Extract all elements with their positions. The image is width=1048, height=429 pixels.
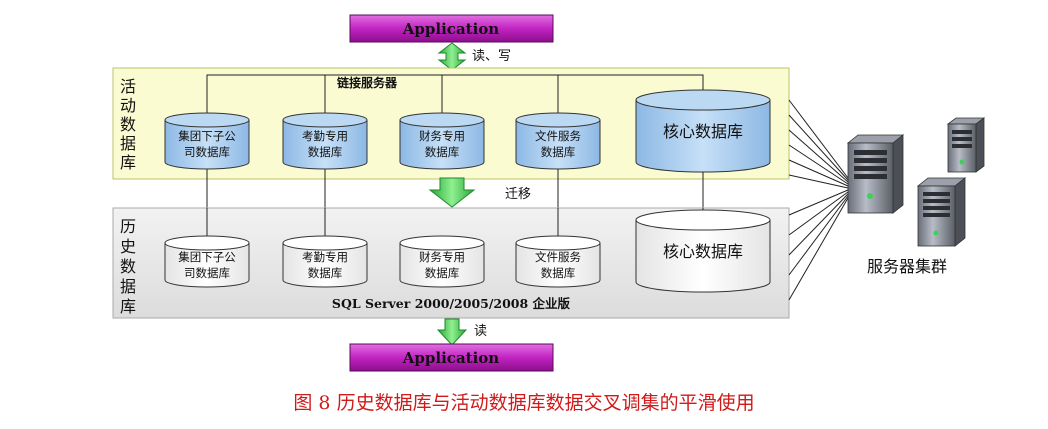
active-database-title: 活 动 数 据 库: [120, 77, 136, 172]
link-server-connector: [206, 74, 704, 114]
read-write-arrow: 读、写: [437, 42, 511, 71]
history-title-char: 据: [120, 277, 136, 296]
history-db-attendance: 考勤专用 数据库: [282, 235, 368, 288]
history-core-label: 核心数据库: [663, 242, 743, 261]
history-db-finance: 财务专用 数据库: [399, 235, 485, 288]
history-db-subsidiary-line2: 司数据库: [184, 266, 230, 280]
read-arrow: 读: [436, 318, 487, 346]
application-bottom: Application: [349, 343, 554, 372]
active-db-finance: 财务专用 数据库: [399, 112, 485, 170]
active-title-char: 动: [120, 96, 136, 115]
history-db-finance-line1: 财务专用: [419, 250, 465, 264]
active-db-finance-line2: 数据库: [425, 145, 460, 159]
server-icon: [846, 134, 905, 214]
history-db-attendance-line2: 数据库: [308, 266, 343, 280]
server-cluster-label: 服务器集群: [867, 257, 947, 276]
history-db-subsidiary: 集团下子公 司数据库: [164, 235, 250, 288]
history-db-subsidiary-line1: 集团下子公: [178, 250, 236, 264]
read-label: 读: [474, 324, 487, 339]
figure-number: 图 8: [293, 392, 331, 414]
server-icon: [946, 117, 986, 173]
server-connection-lines: [788, 99, 849, 301]
active-title-char: 数: [120, 115, 136, 134]
sql-server-edition-label: SQL Server 2000/2005/2008 企业版: [332, 296, 571, 311]
active-db-group-subsidiary: 集团下子公 司数据库: [164, 112, 250, 170]
history-db-attendance-line1: 考勤专用: [302, 250, 348, 264]
server-icon: [916, 177, 967, 247]
active-db-subsidiary-line1: 集团下子公: [178, 129, 236, 143]
active-db-file-line2: 数据库: [541, 145, 576, 159]
active-db-finance-line1: 财务专用: [419, 129, 465, 143]
figure-caption-text: 历史数据库与活动数据库数据交叉调集的平滑使用: [336, 392, 755, 414]
migration-arrow: 迁移: [428, 177, 531, 208]
active-db-attendance-line2: 数据库: [308, 145, 343, 159]
active-title-char: 据: [120, 134, 136, 153]
active-db-attendance: 考勤专用 数据库: [282, 112, 368, 170]
history-title-char: 库: [120, 297, 136, 316]
history-db-file-line1: 文件服务: [535, 250, 581, 264]
active-title-char: 库: [120, 153, 136, 172]
application-bottom-label: Application: [402, 349, 499, 367]
read-write-label: 读、写: [472, 49, 511, 64]
active-db-file-line1: 文件服务: [535, 129, 581, 143]
active-db-attendance-line1: 考勤专用: [302, 129, 348, 143]
active-db-file-service: 文件服务 数据库: [515, 112, 601, 170]
active-db-subsidiary-line2: 司数据库: [184, 145, 230, 159]
history-core-database: 核心数据库: [635, 209, 771, 293]
active-title-char: 活: [120, 77, 136, 96]
active-core-label: 核心数据库: [663, 122, 743, 141]
figure-caption: 图 8 历史数据库与活动数据库数据交叉调集的平滑使用: [0, 388, 1048, 415]
active-core-database: 核心数据库: [635, 89, 771, 173]
link-server-label: 链接服务器: [337, 75, 398, 90]
history-db-file-service: 文件服务 数据库: [515, 235, 601, 288]
history-db-finance-line2: 数据库: [425, 266, 460, 280]
history-database-title: 历 史 数 据 库: [120, 217, 136, 316]
history-db-file-line2: 数据库: [541, 266, 576, 280]
migration-label: 迁移: [505, 187, 531, 202]
history-title-char: 历: [120, 217, 136, 236]
application-top-label: Application: [402, 20, 499, 38]
application-top: Application: [349, 14, 554, 43]
history-title-char: 史: [120, 237, 136, 256]
history-title-char: 数: [120, 257, 136, 276]
